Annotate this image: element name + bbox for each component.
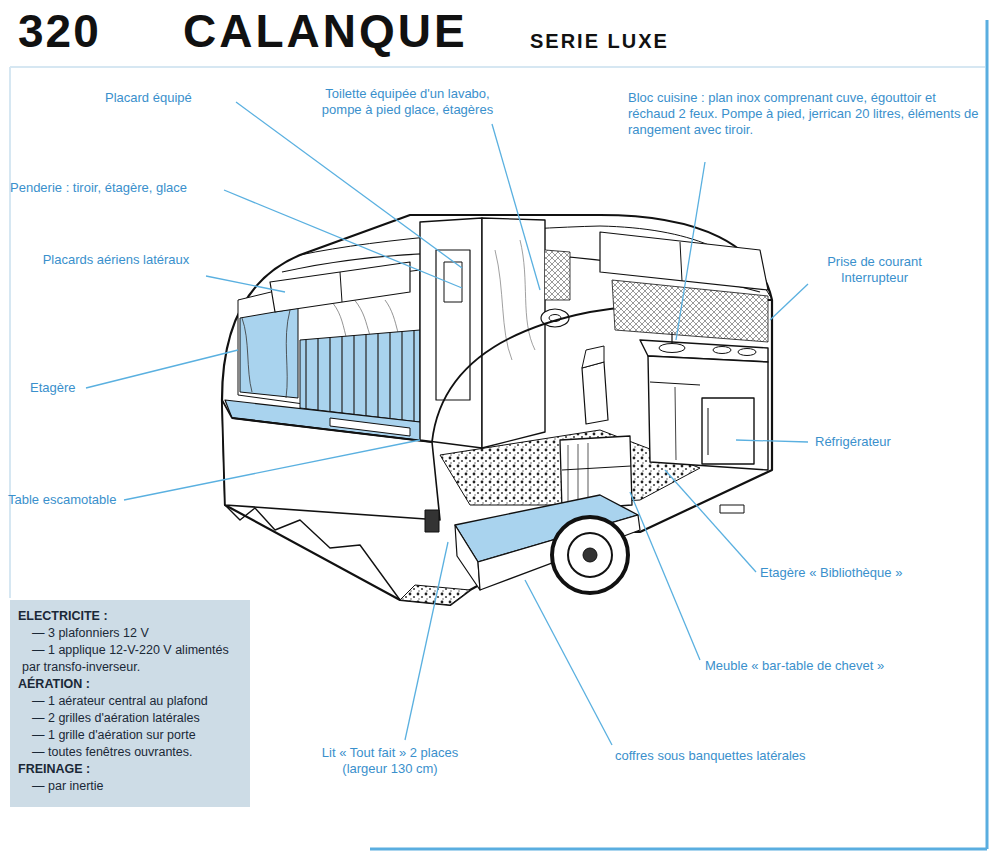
- callout-label: Placard équipé: [105, 90, 235, 106]
- spec-item: — 3 plafonniers 12 V: [18, 625, 242, 642]
- callout-label: Lit « Tout fait » 2 places (largeur 130 …: [305, 745, 475, 777]
- spec-item: — toutes fenêtres ouvrantes.: [18, 744, 242, 761]
- caravan-drawing: [222, 215, 772, 605]
- page-frame: [10, 20, 987, 849]
- model-title: CALANQUE: [183, 4, 468, 58]
- spec-item: — par inertie: [18, 778, 242, 795]
- spec-heading: ELECTRICITE :: [18, 608, 242, 625]
- model-number: 320: [18, 4, 101, 58]
- spec-heading: AÉRATION :: [18, 676, 242, 693]
- spec-item: — 1 aérateur central au plafond: [18, 693, 242, 710]
- callout-label: coffres sous banquettes latérales: [615, 748, 855, 764]
- spec-item: — 1 grille d'aération sur porte: [18, 727, 242, 744]
- callout-label: Toilette équipée d'un lavabo, pompe à pi…: [305, 86, 510, 118]
- callout-label: Etagère « Bibliothèque »: [760, 565, 940, 581]
- spec-item: — 2 grilles d'aération latérales: [18, 710, 242, 727]
- callout-label: Prise de courant Interrupteur: [812, 254, 937, 286]
- callout-label: Meuble « bar-table de chevet »: [705, 658, 935, 674]
- spec-heading: FREINAGE :: [18, 761, 242, 778]
- callout-label: Penderie : tiroir, étagère, glace: [10, 180, 222, 196]
- callout-label: Placards aériens latéraux: [30, 252, 202, 268]
- callout-label: Etagère: [30, 380, 110, 396]
- spec-item: — 1 applique 12-V-220 V alimentés par tr…: [18, 642, 242, 676]
- callout-label: Bloc cuisine : plan inox comprenant cuve…: [628, 90, 980, 138]
- series-name: SERIE LUXE: [530, 30, 669, 53]
- callout-label: Table escamotable: [8, 492, 148, 508]
- spec-panel: ELECTRICITE :— 3 plafonniers 12 V— 1 app…: [10, 600, 250, 807]
- callout-label: Réfrigérateur: [815, 434, 940, 450]
